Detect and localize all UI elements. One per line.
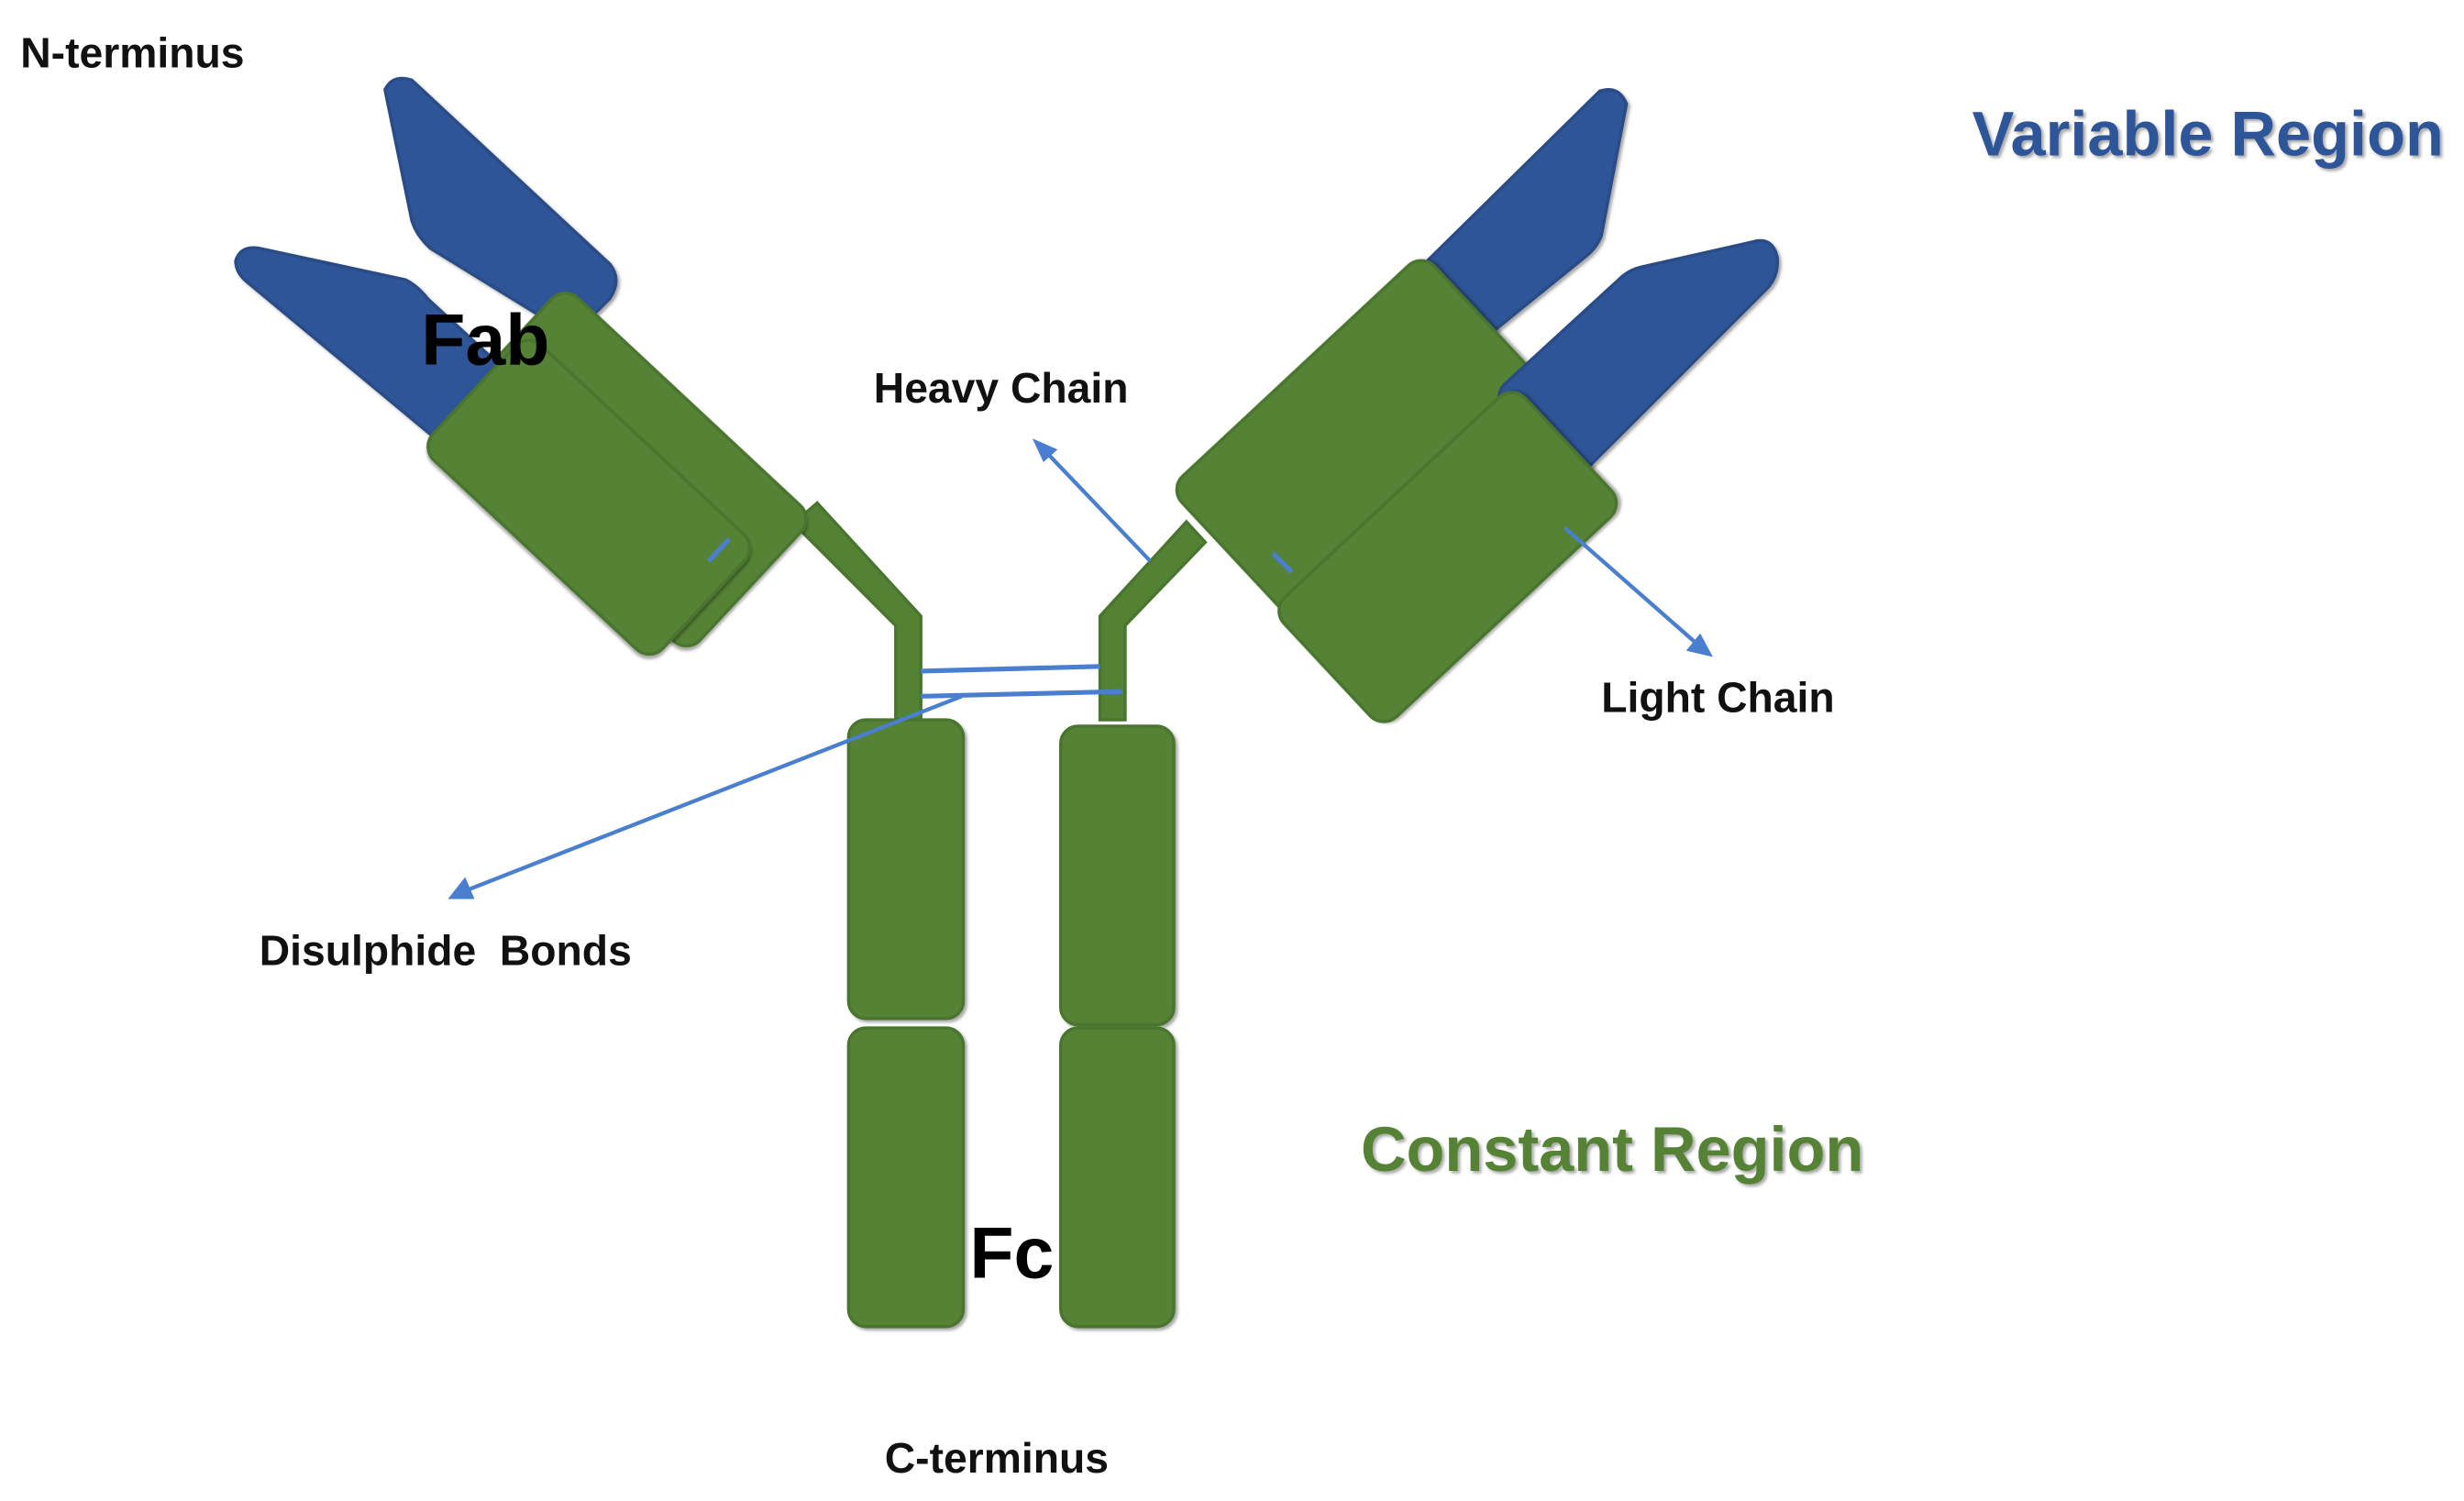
right-hinge <box>1098 519 1208 722</box>
left-light-constant-domain <box>426 338 752 657</box>
disulphide-bonds-label: Disulphide Bonds <box>260 926 632 974</box>
heavy-chain-arrowhead <box>1032 438 1058 462</box>
light-chain-arrow-line <box>1563 526 1696 643</box>
right-interchain-bond <box>1271 551 1294 574</box>
left-interchain-bond <box>706 537 732 563</box>
heavy-chain-arrow-line <box>1048 454 1152 563</box>
fc-right-lower-domain <box>1058 1026 1176 1329</box>
variable-region-label: Variable Region <box>1972 99 2444 170</box>
constant-region-label: Constant Region <box>1361 1114 1863 1185</box>
left-hinge <box>790 501 923 722</box>
n-terminus-label: N-terminus <box>20 29 244 77</box>
right-light-constant-domain <box>1277 391 1619 723</box>
light-chain-label: Light Chain <box>1601 673 1834 721</box>
disulphide-bond-upper <box>921 664 1100 674</box>
c-terminus-label: C-terminus <box>885 1434 1109 1482</box>
fc-left-upper-domain <box>846 718 966 1021</box>
fc-left-lower-domain <box>846 1026 966 1329</box>
heavy-chain-label: Heavy Chain <box>874 364 1129 412</box>
disulphide-arrow-line <box>467 694 963 892</box>
disulphide-arrowhead <box>447 877 475 899</box>
fab-label: Fab <box>421 300 549 381</box>
fc-right-upper-domain <box>1058 724 1176 1027</box>
fc-label: Fc <box>969 1213 1054 1294</box>
disulphide-bond-lower <box>921 689 1122 699</box>
light-chain-arrowhead <box>1685 633 1713 657</box>
